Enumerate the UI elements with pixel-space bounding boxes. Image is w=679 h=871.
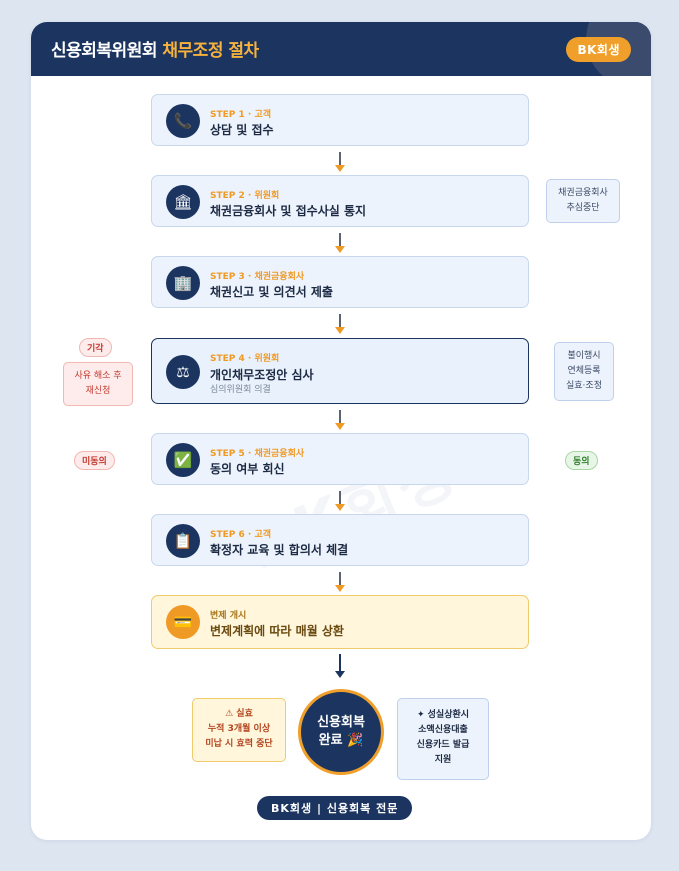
phone-icon: 📞 — [166, 104, 200, 138]
footer-badge: BK회생 | 신용회복 전문 — [257, 796, 413, 820]
note-line: 연체등록 — [567, 366, 601, 376]
flow-arrow — [335, 572, 345, 592]
step-title: 상담 및 접수 — [210, 123, 274, 137]
step-1-box: 📞 STEP 1 · 고객 상담 및 접수 — [151, 94, 529, 146]
step-2-box: 🏛 STEP 2 · 위원회 채권금융회사 및 접수사실 통지 — [151, 175, 529, 227]
payment-title: 변제계획에 따라 매월 상환 — [210, 624, 344, 638]
flow-arrow — [335, 314, 345, 334]
benefit-note: ✦ 성실상환시 소액신용대출 신용카드 발급 지원 — [397, 698, 489, 780]
procedure-card: 신용회복위원회 채무조정 절차 BK회생 BK회생 📞 STEP 1 · 고객 … — [31, 22, 651, 840]
agree-pill: 동의 — [565, 451, 598, 470]
step-label: STEP 3 · 채권금융회사 — [210, 272, 305, 282]
warning-line: 누적 3개월 이상 — [207, 724, 271, 734]
step-title: 채권금융회사 및 접수사실 통지 — [210, 204, 367, 218]
step-label: STEP 5 · 채권금융회사 — [210, 449, 305, 459]
step-label: STEP 4 · 위원회 — [210, 354, 280, 364]
benefit-line: 지원 — [434, 755, 452, 765]
default-note: 불이행시 연체등록 실효·조정 — [554, 342, 614, 401]
card-icon: 💳 — [166, 605, 200, 639]
rejected-pill: 기각 — [79, 338, 112, 357]
note-line: 실효·조정 — [566, 381, 602, 391]
disagree-pill: 미동의 — [74, 451, 115, 470]
completion-line: 완료 🎉 — [318, 733, 364, 748]
collection-stop-note: 채권금융회사 추심중단 — [546, 179, 620, 223]
benefit-line: 신용카드 발급 — [416, 740, 470, 750]
step-label: STEP 6 · 고객 — [210, 530, 272, 540]
header-bar: 신용회복위원회 채무조정 절차 BK회생 — [31, 22, 651, 76]
note-line: 재신청 — [85, 386, 111, 396]
step-title: 확정자 교육 및 합의서 체결 — [210, 543, 349, 557]
benefit-line: 소액신용대출 — [418, 725, 468, 735]
lapse-warning: ⚠ 실효 누적 3개월 이상 미납 시 효력 중단 — [192, 698, 286, 762]
benefit-line: ✦ 성실상환시 — [416, 710, 470, 720]
step-title: 채권신고 및 의견서 제출 — [210, 285, 333, 299]
step-3-box: 🏢 STEP 3 · 채권금융회사 채권신고 및 의견서 제출 — [151, 256, 529, 308]
note-line: 사유 해소 후 — [74, 371, 122, 381]
step-label: STEP 1 · 고객 — [210, 110, 272, 120]
clipboard-icon: 📋 — [166, 524, 200, 558]
title-highlight: 채무조정 절차 — [162, 41, 259, 61]
note-line: 채권금융회사 — [558, 188, 608, 198]
step-subtitle: 심의위원회 의결 — [210, 385, 271, 395]
check-icon: ✅ — [166, 443, 200, 477]
reapply-note: 사유 해소 후 재신청 — [63, 362, 133, 406]
completion-line: 신용회복 — [317, 715, 365, 730]
scales-icon: ⚖ — [166, 355, 200, 389]
note-line: 불이행시 — [567, 351, 601, 361]
warning-line: 미납 시 효력 중단 — [205, 739, 273, 749]
flow-arrow — [335, 654, 345, 678]
bank-icon: 🏛 — [166, 185, 200, 219]
step-4-box: ⚖ STEP 4 · 위원회 개인채무조정안 심사 심의위원회 의결 — [151, 338, 529, 404]
step-label: STEP 2 · 위원회 — [210, 191, 280, 201]
step-5-box: ✅ STEP 5 · 채권금융회사 동의 여부 회신 — [151, 433, 529, 485]
step-6-box: 📋 STEP 6 · 고객 확정자 교육 및 합의서 체결 — [151, 514, 529, 566]
flow-arrow — [335, 491, 345, 511]
title-main: 신용회복위원회 — [51, 41, 157, 61]
brand-badge: BK회생 — [566, 37, 631, 62]
warning-title: ⚠ 실효 — [225, 709, 253, 719]
flow-arrow — [335, 233, 345, 253]
flow-arrow — [335, 410, 345, 430]
completion-circle: 신용회복 완료 🎉 — [298, 689, 384, 775]
building-icon: 🏢 — [166, 266, 200, 300]
page-title: 신용회복위원회 채무조정 절차 — [51, 36, 259, 61]
step-title: 동의 여부 회신 — [210, 462, 285, 476]
step-title: 개인채무조정안 심사 — [210, 368, 314, 382]
flow-arrow — [335, 152, 345, 172]
payment-box: 💳 변제 개시 변제계획에 따라 매월 상환 — [151, 595, 529, 649]
note-line: 추심중단 — [566, 203, 600, 213]
payment-label: 변제 개시 — [210, 611, 247, 621]
